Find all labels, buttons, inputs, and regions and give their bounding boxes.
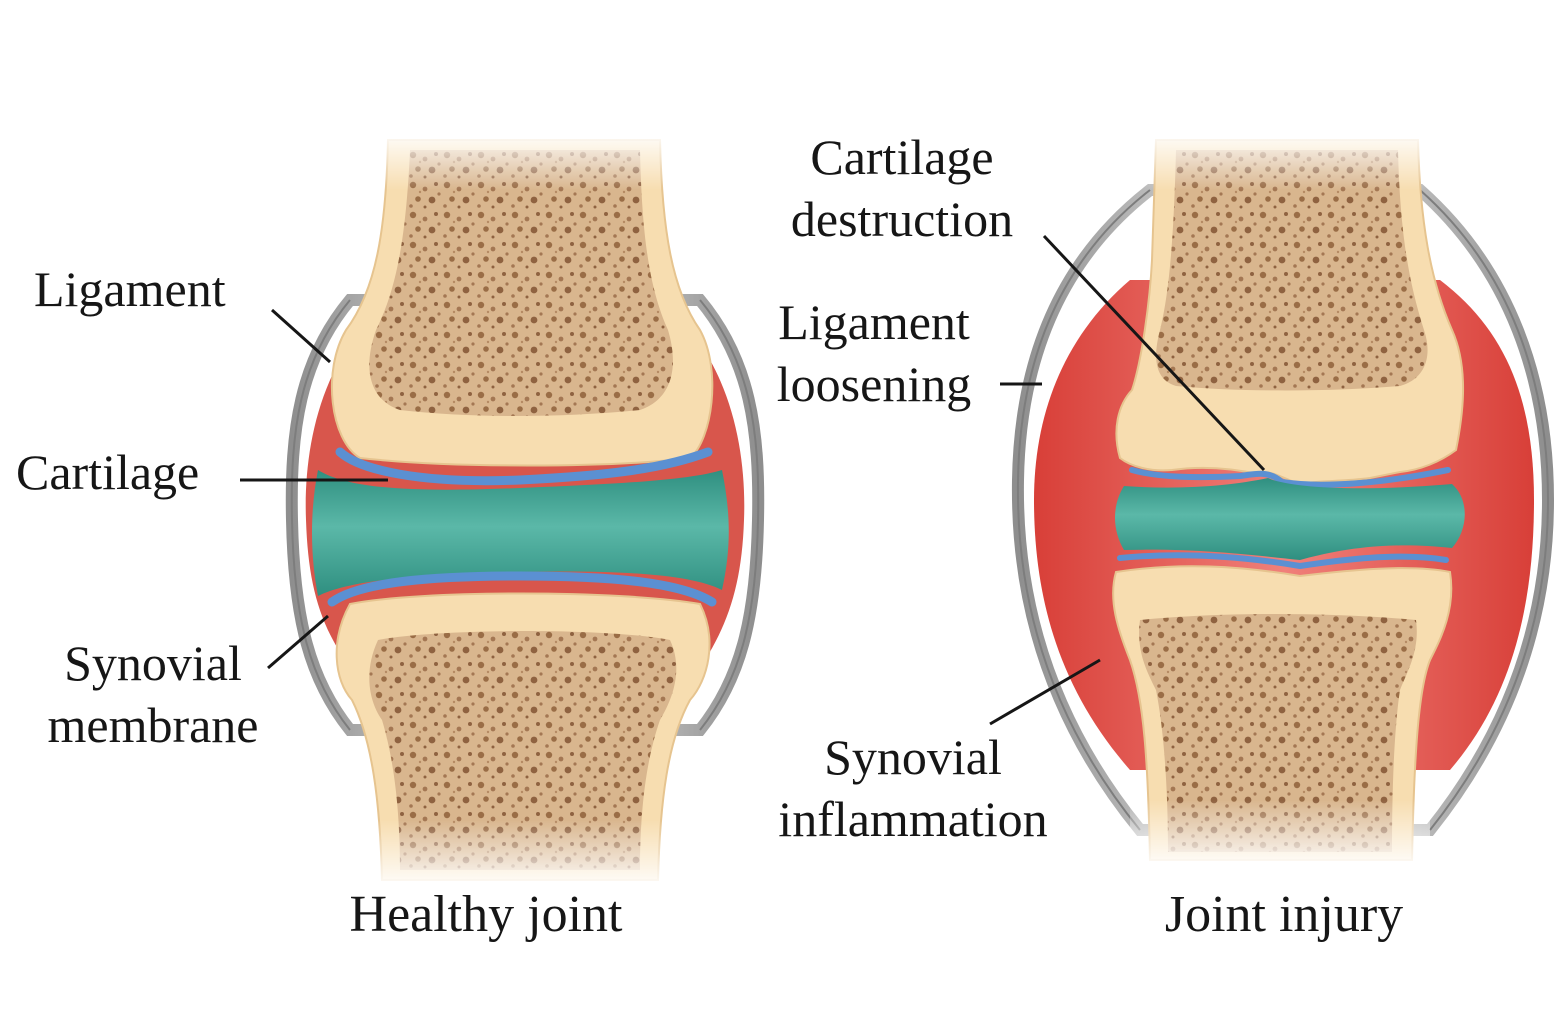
healthy-upper-cartilage: [335, 447, 713, 486]
label-ligament-loosening-line1: Ligament: [778, 294, 970, 350]
healthy-lower-spongy-bone: [369, 631, 677, 870]
injury-synovial-fluid: [1115, 478, 1465, 560]
label-cartilage-destruction-line2: destruction: [790, 191, 1014, 247]
injury-lower-spongy-bone: [1139, 614, 1417, 852]
leader-line-ligament: [270, 308, 332, 364]
label-ligament-loosening: Ligament loosening: [752, 291, 996, 415]
injury-upper-cartilage: [1129, 467, 1451, 488]
label-synovial-inflammation-line2: inflammation: [778, 791, 1048, 847]
label-synovial-inflammation: Synovial inflammation: [756, 726, 1070, 850]
label-synovial-membrane-line2: membrane: [47, 697, 259, 753]
caption-joint-injury-text: Joint injury: [1164, 886, 1404, 943]
leader-lines: [240, 234, 1266, 726]
label-cartilage-destruction: Cartilage destruction: [760, 126, 1044, 250]
label-cartilage-destruction-line1: Cartilage: [810, 129, 994, 185]
healthy-lower-cartilage: [327, 571, 717, 607]
healthy-joint: [285, 130, 765, 890]
label-cartilage: Cartilage: [16, 441, 199, 503]
healthy-upper-spongy-bone: [369, 150, 673, 416]
label-synovial-inflammation-line1: Synovial: [824, 729, 1002, 785]
label-ligament-loosening-line2: loosening: [776, 356, 972, 412]
leader-line-synovial-inflammation: [989, 658, 1101, 726]
leader-line-synovial-membrane: [267, 614, 329, 670]
caption-joint-injury: Joint injury: [1094, 884, 1474, 946]
label-synovial-membrane: Synovial membrane: [30, 632, 276, 756]
injury-lower-cartilage: [1117, 552, 1449, 570]
label-ligament-text: Ligament: [34, 261, 226, 317]
caption-healthy-joint: Healthy joint: [296, 884, 676, 946]
injury-upper-spongy-bone: [1156, 150, 1428, 391]
healthy-synovial-fluid: [312, 470, 729, 596]
caption-healthy-joint-text: Healthy joint: [349, 886, 623, 943]
injured-joint: [1011, 130, 1554, 870]
label-synovial-membrane-line1: Synovial: [64, 635, 242, 691]
label-ligament: Ligament: [34, 258, 226, 320]
label-cartilage-text: Cartilage: [16, 444, 200, 500]
leader-line-cartilage-destruction: [1042, 234, 1266, 472]
